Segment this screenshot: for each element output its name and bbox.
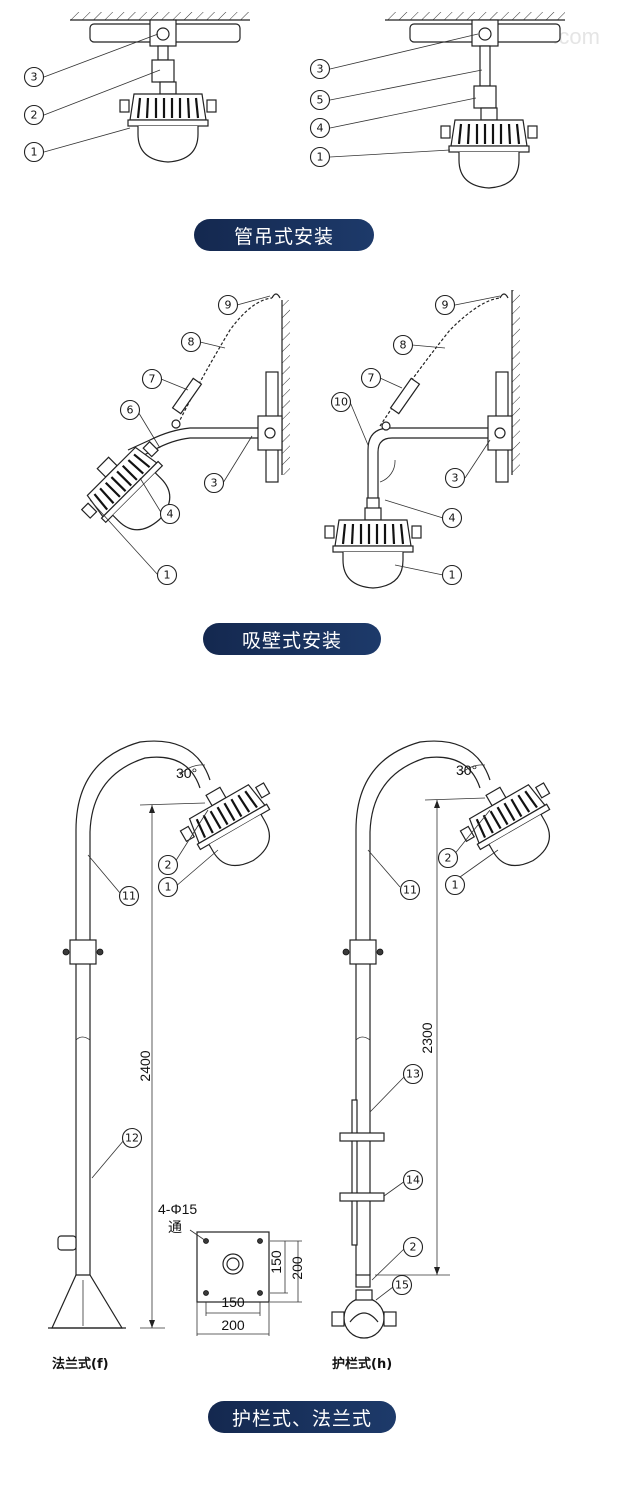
banner-wall-mount-label: 吸壁式安装 [241, 629, 342, 652]
svg-text:8: 8 [188, 336, 195, 349]
svg-text:7: 7 [368, 372, 375, 385]
svg-text:3: 3 [211, 477, 218, 490]
svg-text:1: 1 [317, 151, 324, 164]
dim-inner-h: 150 [268, 1250, 284, 1274]
svg-text:11: 11 [403, 884, 417, 897]
svg-text:1: 1 [31, 146, 38, 159]
callout-1-f: 1 [157, 876, 179, 898]
svg-text:11: 11 [122, 890, 136, 903]
svg-text:2: 2 [31, 109, 38, 122]
callout-3-s2l: 3 [203, 472, 225, 494]
svg-text:7: 7 [149, 373, 156, 386]
callout-4-s1r: 4 [309, 117, 331, 139]
callout-9-s2l: 9 [217, 294, 239, 316]
svg-text:4: 4 [167, 508, 174, 521]
dim-2300: 2300 [419, 1022, 435, 1053]
flange-plate [189, 1229, 302, 1336]
callout-15-h: 15 [391, 1274, 413, 1296]
callout-2-s1: 2 [23, 104, 45, 126]
angle-flange: 30° [176, 765, 197, 781]
dim-inner-w: 150 [221, 1294, 245, 1310]
callout-7-s2l: 7 [141, 368, 163, 390]
callout-11-f: 11 [118, 885, 140, 907]
callout-6-s2l: 6 [119, 399, 141, 421]
svg-text:13: 13 [406, 1068, 420, 1081]
callout-7-s2r: 7 [360, 367, 382, 389]
callout-3-s1r: 3 [309, 58, 331, 80]
hole-through: 通 [168, 1219, 182, 1235]
svg-text:2: 2 [165, 859, 172, 872]
svg-text:2: 2 [410, 1241, 417, 1254]
svg-text:6: 6 [127, 404, 134, 417]
callout-10-s2r: 10 [330, 391, 352, 413]
svg-text:3: 3 [452, 472, 459, 485]
svg-text:9: 9 [442, 299, 449, 312]
callout-9-s2r: 9 [434, 294, 456, 316]
callout-1-s2r: 1 [441, 564, 463, 586]
svg-text:8: 8 [400, 339, 407, 352]
rail-pole [331, 740, 576, 1339]
callout-2-h: 2 [437, 847, 459, 869]
svg-text:15: 15 [395, 1279, 409, 1292]
dim-outer-w: 200 [221, 1317, 245, 1333]
banner-wall-mount: 吸壁式安装 [203, 623, 381, 655]
banner-pipe-hanging-label: 管吊式安装 [233, 225, 334, 248]
callout-12-f: 12 [121, 1127, 143, 1149]
callout-1-s1r: 1 [309, 146, 331, 168]
dim-outer-h: 200 [289, 1256, 305, 1280]
callout-8-s2l: 8 [180, 331, 202, 353]
svg-text:3: 3 [317, 63, 324, 76]
svg-text:14: 14 [406, 1174, 420, 1187]
banner-pipe-hanging: 管吊式安装 [194, 219, 374, 251]
svg-text:12: 12 [125, 1132, 139, 1145]
pipe-hanging-right [385, 12, 565, 190]
callout-14-h: 14 [402, 1169, 424, 1191]
callout-1-s1: 1 [23, 141, 45, 163]
hole-spec: 4-Φ15 [158, 1201, 197, 1217]
svg-text:1: 1 [165, 881, 172, 894]
angle-rail: 30° [456, 762, 477, 778]
callout-1-s2l: 1 [156, 564, 178, 586]
flange-pole [48, 740, 296, 1329]
svg-text:10: 10 [334, 396, 348, 409]
svg-text:9: 9 [225, 299, 232, 312]
svg-text:4: 4 [449, 512, 456, 525]
caption-flange: 法兰式(f) [52, 1356, 109, 1372]
callout-8-s2r: 8 [392, 334, 414, 356]
callout-13-h: 13 [402, 1063, 424, 1085]
callout-3-s1: 3 [23, 66, 45, 88]
svg-text:2: 2 [445, 852, 452, 865]
callout-11-h: 11 [399, 879, 421, 901]
dim-2400: 2400 [137, 1050, 153, 1081]
callout-2-h-bottom: 2 [402, 1236, 424, 1258]
svg-text:1: 1 [452, 879, 459, 892]
banner-rail-flange-label: 护栏式、法兰式 [231, 1407, 372, 1430]
svg-text:1: 1 [164, 569, 171, 582]
callout-5-s1r: 5 [309, 89, 331, 111]
svg-text:1: 1 [449, 569, 456, 582]
wall-mount-left [67, 293, 290, 555]
callout-3-s2r: 3 [444, 467, 466, 489]
callout-4-s2r: 4 [441, 507, 463, 529]
wall-mount-right [323, 290, 520, 590]
svg-text:4: 4 [317, 122, 324, 135]
svg-text:5: 5 [317, 94, 324, 107]
banner-rail-flange: 护栏式、法兰式 [208, 1401, 396, 1433]
svg-text:3: 3 [31, 71, 38, 84]
callout-2-f: 2 [157, 854, 179, 876]
caption-rail: 护栏式(h) [332, 1356, 392, 1372]
callout-4-s2l: 4 [159, 503, 181, 525]
callout-1-h: 1 [444, 874, 466, 896]
pipe-hanging-left [70, 12, 250, 164]
